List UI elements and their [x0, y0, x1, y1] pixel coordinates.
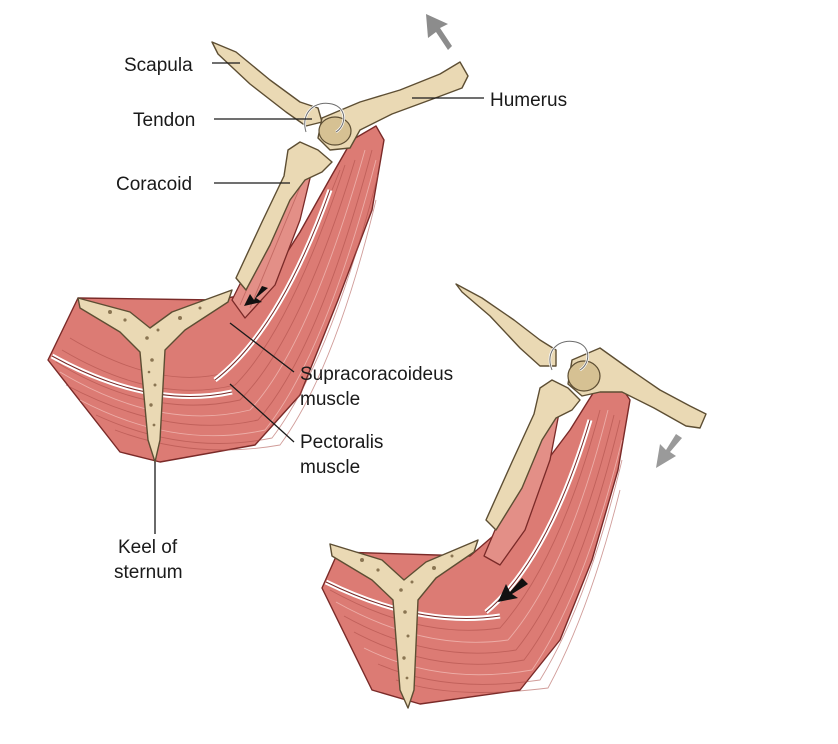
- label-scapula-group: Scapula: [124, 55, 240, 76]
- downstroke-scapula: [455, 283, 557, 367]
- upstroke-scapula: [211, 41, 323, 127]
- upstroke-motion-arrow: [426, 14, 452, 50]
- label-humerus-group: Humerus: [412, 90, 567, 111]
- label-humerus: Humerus: [490, 90, 567, 111]
- leader-pectoralis: [229, 383, 295, 443]
- label-supracoracoideus-line2: muscle: [300, 389, 360, 410]
- label-keel-line2: sternum: [114, 562, 183, 583]
- upstroke-muscle-mass: [47, 125, 385, 463]
- label-pectoralis-group: Pectoralis muscle: [229, 383, 383, 478]
- upstroke-sternum-keel: [77, 289, 233, 463]
- label-coracoid: Coracoid: [116, 174, 192, 195]
- label-keel-line1: Keel of: [118, 537, 178, 558]
- downstroke-coracoid: [485, 379, 581, 531]
- downstroke-motion-arrow: [656, 434, 682, 468]
- label-tendon: Tendon: [133, 110, 195, 131]
- leader-supracoracoideus: [229, 322, 295, 373]
- label-pectoralis-line1: Pectoralis: [300, 432, 383, 453]
- upstroke-illustration: [47, 14, 469, 463]
- downstroke-humerus: [567, 347, 707, 429]
- label-supracoracoideus-line1: Supracoracoideus: [300, 364, 453, 385]
- label-keel-group: Keel of sternum: [114, 462, 183, 583]
- label-supracoracoideus-group: Supracoracoideus muscle: [229, 322, 453, 410]
- downstroke-sternum-keel: [329, 539, 479, 709]
- label-scapula: Scapula: [124, 55, 193, 76]
- downstroke-pectoralis-arrow: [498, 578, 528, 602]
- upstroke-supracoracoideus-arrow: [244, 286, 268, 306]
- label-tendon-group: Tendon: [133, 110, 312, 131]
- downstroke-illustration: [321, 283, 707, 709]
- label-pectoralis-line2: muscle: [300, 457, 360, 478]
- upstroke-coracoid: [235, 141, 333, 291]
- upstroke-humerus: [317, 61, 469, 151]
- label-coracoid-group: Coracoid: [116, 174, 290, 195]
